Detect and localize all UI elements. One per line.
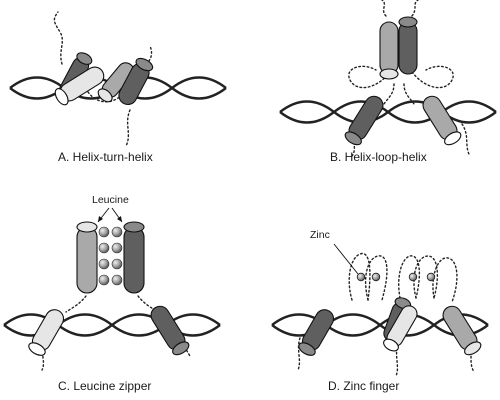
panel-d-caption: D. Zinc finger <box>328 379 400 393</box>
leucine-label: Leucine <box>92 194 129 206</box>
helix-cylinder <box>298 309 335 356</box>
panel-c-caption: C. Leucine zipper <box>58 379 152 393</box>
helix-cylinder <box>379 21 399 80</box>
panel-c-leucine-zipper <box>3 207 221 371</box>
helix-cylinder <box>76 221 98 294</box>
loops-b <box>348 0 471 157</box>
panel-b-helix-loop-helix <box>279 0 497 157</box>
helix-cylinder <box>398 16 418 75</box>
dna-double-helix-b <box>279 100 497 124</box>
helix-cylinder <box>442 305 482 356</box>
leucine-beads <box>98 226 123 286</box>
panel-d-zinc-finger <box>271 243 489 377</box>
zinc-callout-line <box>333 243 359 275</box>
helix-cylinder <box>422 95 462 146</box>
zinc-atoms <box>356 272 436 282</box>
leucine-arrows <box>97 207 123 223</box>
zinc-label: Zinc <box>310 229 330 241</box>
panel-a-helix-turn-helix <box>9 11 227 147</box>
helix-cylinder <box>383 305 418 352</box>
helix-cylinder <box>54 66 105 106</box>
helix-cylinder <box>123 221 145 294</box>
helix-cylinder <box>150 305 190 356</box>
helix-cylinder <box>118 57 154 106</box>
panel-a-caption: A. Helix-turn-helix <box>58 150 153 164</box>
helix-cylinder <box>28 309 65 356</box>
helix-cylinder <box>344 95 384 146</box>
panel-b-caption: B. Helix-loop-helix <box>330 150 427 164</box>
